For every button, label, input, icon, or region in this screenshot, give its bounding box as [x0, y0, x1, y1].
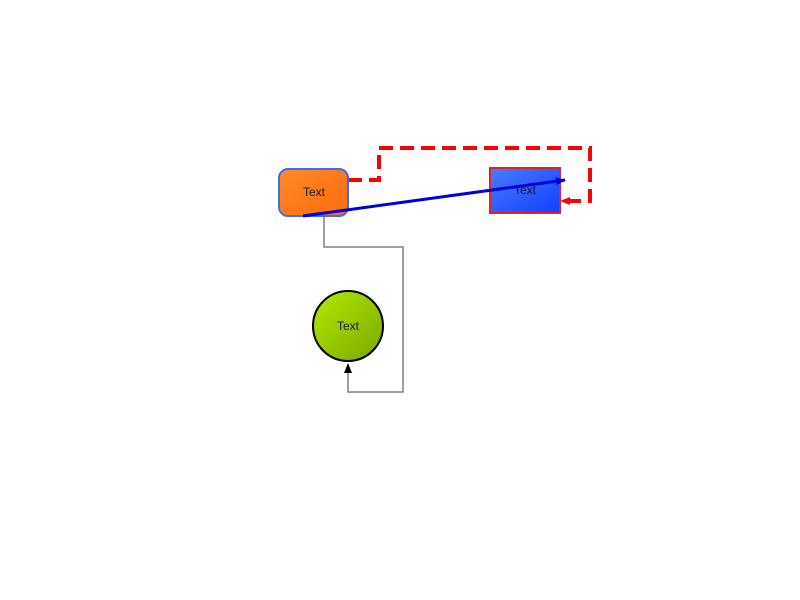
node-green-circle[interactable]: Text — [312, 290, 384, 362]
blue-box-shape — [489, 167, 561, 214]
connector-solid-blue[interactable] — [302, 177, 566, 218]
orange-rounded-box-label: Text — [303, 185, 326, 199]
green-circle-label: Text — [337, 319, 360, 333]
node-blue-box[interactable]: Text — [489, 167, 561, 214]
node-orange-rounded-box[interactable]: Text — [278, 168, 349, 217]
connector-dashed-red[interactable] — [348, 146, 592, 205]
connector-orange-to-circle[interactable] — [323, 216, 404, 393]
green-circle-shape — [312, 290, 384, 362]
